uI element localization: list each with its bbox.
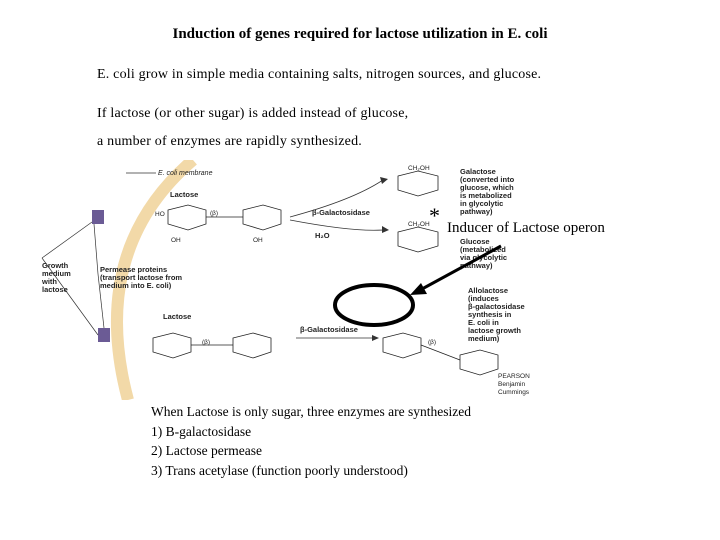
list-intro: When Lactose is only sugar, three enzyme…: [151, 404, 471, 419]
svg-text:HO: HO: [155, 211, 165, 218]
allolactose-molecule: [382, 332, 499, 376]
enzyme-list: When Lactose is only sugar, three enzyme…: [151, 402, 471, 480]
lactose-label-bottom: Lactose: [163, 312, 191, 321]
text-line-lactose: If lactose (or other sugar) is added ins…: [97, 106, 409, 121]
lactose-molecule-top: [167, 204, 282, 231]
slide-title: Induction of genes required for lactose …: [172, 26, 548, 42]
galactose-molecule: [397, 170, 439, 197]
svg-text:CH₂OH: CH₂OH: [408, 221, 430, 228]
annotation-arrow-head: [410, 283, 427, 295]
cell-membrane: [111, 160, 197, 400]
list-item: 1) B-galactosidase: [151, 423, 252, 439]
beta-galactosidase-bottom: β-Galactosidase: [300, 325, 358, 334]
annotation-arrow: [421, 244, 502, 291]
lactose-molecule-bottom: [152, 332, 272, 359]
svg-text:(β): (β): [428, 339, 436, 346]
beta-galactosidase-top: β-Galactosidase: [312, 208, 370, 217]
permease-channel-bottom: [98, 328, 110, 342]
svg-text:OH: OH: [171, 237, 181, 244]
permease-channel-top: [92, 210, 104, 224]
water-label: H₂O: [315, 231, 330, 240]
lactose-label-top: Lactose: [170, 190, 198, 199]
inducer-label: Inducer of Lactose operon: [447, 220, 605, 236]
svg-text:CH₂OH: CH₂OH: [408, 165, 430, 172]
permease-label: Permease proteins(transport lactose from…: [100, 265, 182, 290]
glucose-molecule: [397, 226, 439, 253]
membrane-label: E. coli membrane: [158, 170, 213, 177]
list-item: 3) Trans acetylase (function poorly unde…: [151, 462, 408, 478]
svg-text:OH: OH: [253, 237, 263, 244]
list-item: 2) Lactose permease: [151, 443, 262, 458]
svg-text:(β): (β): [210, 210, 218, 217]
text-line-glucose: E. coli grow in simple media containing …: [97, 67, 542, 82]
asterisk-marker: *: [429, 203, 440, 228]
highlight-ellipse: [333, 283, 415, 327]
text-line-enzymes: a number of enzymes are rapidly synthesi…: [97, 134, 362, 149]
svg-text:(β): (β): [202, 339, 210, 346]
